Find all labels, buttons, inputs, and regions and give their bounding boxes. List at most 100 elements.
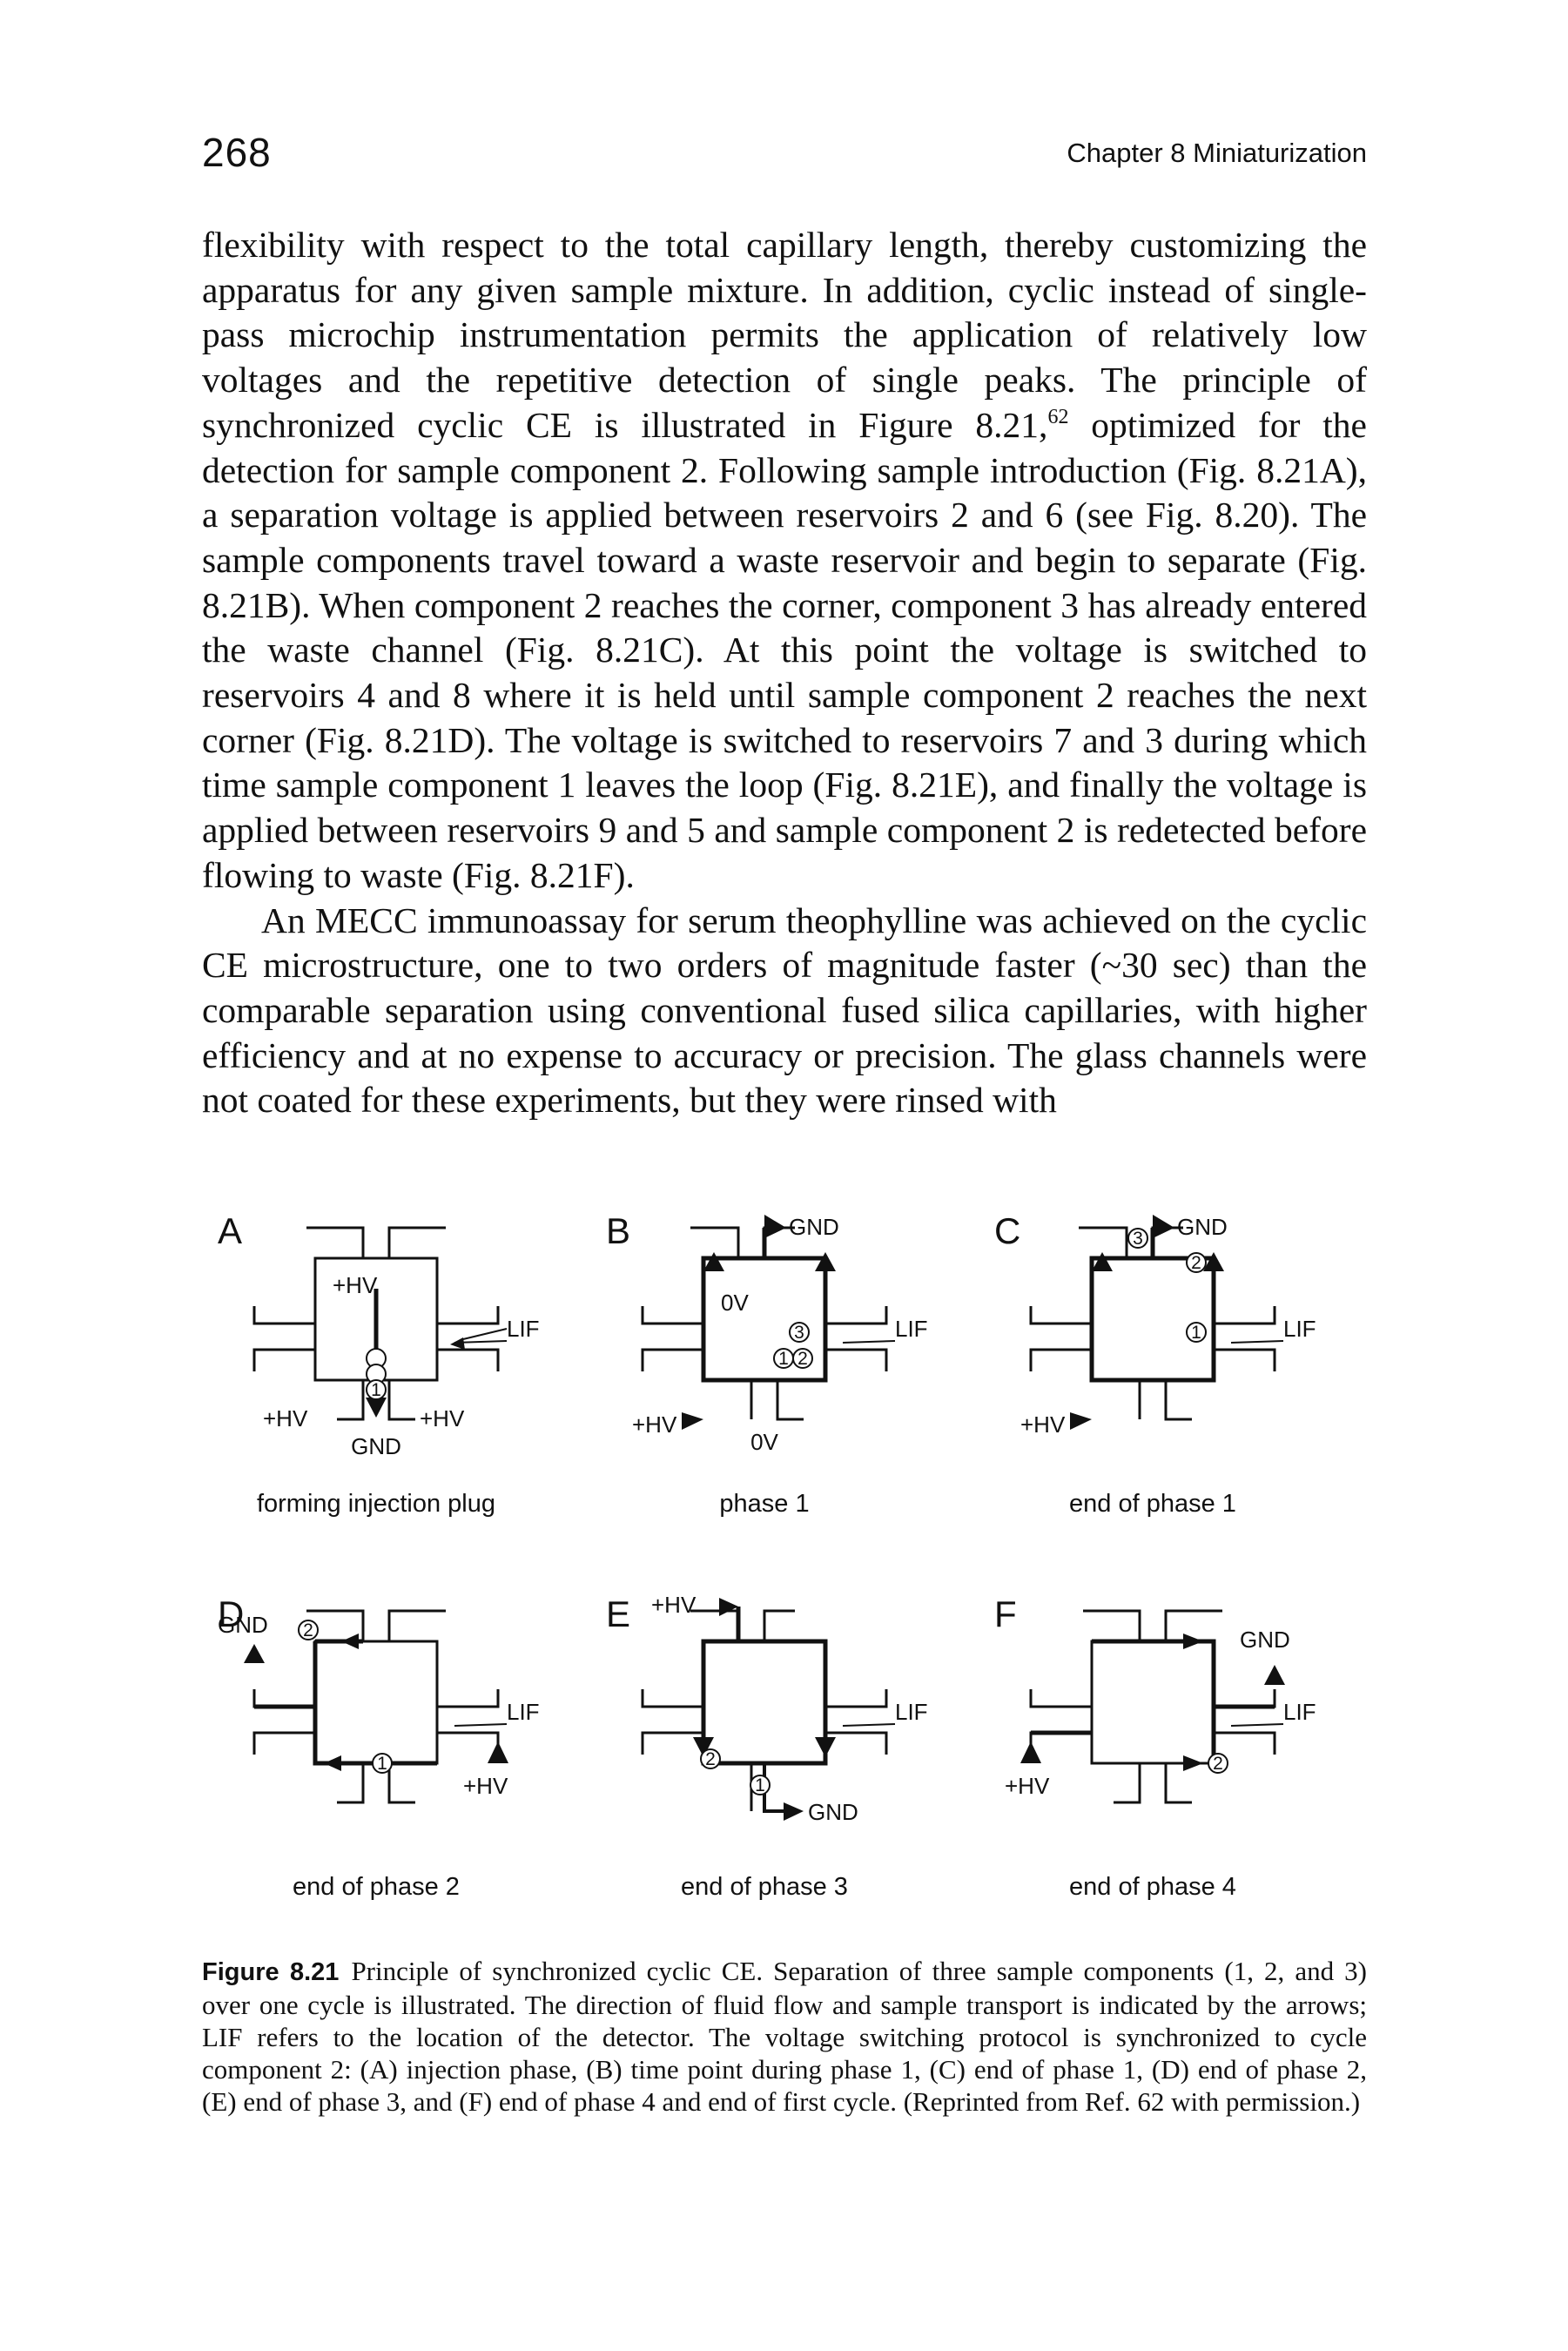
figure-label: Figure 8.21	[202, 1958, 340, 1986]
component-number: 1	[755, 1775, 765, 1795]
component-number: 1	[778, 1349, 789, 1369]
component-marker	[792, 1348, 813, 1369]
up-arrow-icon	[1020, 1741, 1041, 1763]
component-marker	[1127, 1228, 1148, 1249]
lif-label: LIF	[895, 1699, 928, 1725]
right-arrow-icon	[719, 1598, 738, 1616]
component-marker	[1208, 1753, 1228, 1774]
up-arrow-icon	[488, 1741, 508, 1763]
component-number: 2	[797, 1349, 808, 1369]
right-arrow-icon	[682, 1412, 703, 1430]
center-voltage-label: +HV	[333, 1272, 378, 1298]
left-arrow-icon	[341, 1634, 359, 1649]
left-voltage-label: +HV	[1005, 1773, 1050, 1799]
right-arrow-icon	[1153, 1215, 1174, 1238]
center-voltage-label: 0V	[721, 1290, 749, 1316]
left-voltage-label: +HV	[1020, 1411, 1066, 1438]
right-arrow-icon	[1070, 1412, 1092, 1430]
right-arrow-icon	[1183, 1755, 1203, 1771]
component-number: 1	[377, 1754, 387, 1774]
chip-diagram: 1 +HV LIF +HV +HV GND	[252, 1226, 540, 1459]
top-label: GND	[1177, 1214, 1228, 1240]
top-right-label: GND	[1240, 1627, 1290, 1653]
panel-caption: forming injection plug	[256, 1490, 496, 1518]
right-voltage-label: +HV	[463, 1773, 508, 1799]
figure-8-21: A 1 +HV LIF +HV +HV GND forming inject	[202, 1184, 1367, 1950]
panel-b: B 3 1 2 GND 0V LIF +HV	[590, 1184, 979, 1567]
chip-diagram: 3 2 1 GND LIF +HV	[1020, 1214, 1316, 1438]
body-text: flexibility with respect to the total ca…	[202, 223, 1367, 1123]
down-arrow-icon	[366, 1398, 387, 1418]
lif-label: LIF	[1283, 1699, 1316, 1725]
component-number: 2	[303, 1620, 313, 1640]
down-arrow-icon	[693, 1737, 714, 1757]
left-voltage-label: +HV	[263, 1405, 308, 1431]
panel-caption: end of phase 2	[293, 1873, 460, 1901]
bottom-label: GND	[808, 1799, 858, 1825]
panel-letter: C	[994, 1210, 1021, 1251]
up-arrow-icon	[1264, 1665, 1285, 1685]
panel-letter: A	[218, 1210, 243, 1251]
panel-caption: end of phase 4	[1069, 1873, 1236, 1901]
component-marker	[789, 1322, 810, 1343]
running-head: Chapter 8 Miniaturization	[1067, 138, 1367, 168]
bottom-label: 0V	[750, 1429, 778, 1455]
bottom-label: GND	[351, 1433, 401, 1459]
detector-arrow-icon	[450, 1337, 465, 1350]
page-header: 268 Chapter 8 Miniaturization	[202, 129, 1367, 181]
component-marker	[700, 1748, 721, 1769]
paragraph-1-part2: optimized for the detection for sample c…	[202, 404, 1367, 895]
up-arrow-icon	[244, 1644, 265, 1663]
down-arrow-icon	[815, 1737, 836, 1757]
paragraph-1-part1: flexibility with respect to the total ca…	[202, 225, 1367, 445]
component-marker	[1186, 1252, 1207, 1273]
right-arrow-icon	[764, 1215, 786, 1238]
top-left-label: GND	[218, 1612, 268, 1638]
panel-f: F 2 GND LIF +HV end of phase 4	[979, 1567, 1367, 1950]
lif-label: LIF	[507, 1699, 540, 1725]
component-marker	[1186, 1322, 1207, 1343]
panel-letter: D	[218, 1593, 245, 1634]
right-arrow-icon	[1183, 1634, 1203, 1649]
right-voltage-label: +HV	[420, 1405, 465, 1431]
page-number: 268	[202, 130, 272, 175]
lif-label: LIF	[895, 1316, 928, 1342]
component-marker	[750, 1775, 771, 1795]
top-label: GND	[789, 1214, 839, 1240]
component-number: 3	[794, 1323, 804, 1343]
panel-a: A 1 +HV LIF +HV +HV GND forming inject	[202, 1184, 590, 1567]
chip-diagram: 2 1 +HV LIF GND	[641, 1592, 928, 1825]
component-marker	[298, 1620, 319, 1640]
top-voltage-label: +HV	[651, 1592, 697, 1618]
component-marker	[366, 1379, 387, 1400]
panel-caption: end of phase 3	[681, 1873, 848, 1901]
up-arrow-icon	[703, 1252, 724, 1271]
right-arrow-icon	[784, 1802, 804, 1821]
chip-diagram: 2 1 GND LIF +HV	[218, 1609, 540, 1804]
up-arrow-icon	[1203, 1252, 1224, 1271]
panel-d: D 2 1 GND LIF +HV e	[202, 1567, 590, 1950]
component-number: 1	[371, 1380, 381, 1400]
lif-label: LIF	[1283, 1316, 1316, 1342]
paragraph-2: An MECC immunoassay for serum theophylli…	[202, 899, 1367, 1121]
chip-diagram: 2 GND LIF +HV	[1005, 1609, 1316, 1804]
panel-caption: phase 1	[719, 1490, 810, 1518]
left-arrow-icon	[324, 1755, 341, 1771]
paragraph-1: flexibility with respect to the total ca…	[202, 223, 1367, 899]
panel-letter: E	[606, 1593, 631, 1634]
caption-text: Principle of synchronized cyclic CE. Sep…	[202, 1956, 1367, 2117]
panel-e: E 2 1 +HV LIF GND end of phase 3	[590, 1567, 979, 1950]
panel-letter: F	[994, 1593, 1017, 1634]
component-number: 3	[1133, 1229, 1143, 1249]
left-voltage-label: +HV	[632, 1411, 677, 1438]
chip-diagram: 3 1 2 GND 0V LIF +HV 0V	[632, 1214, 928, 1455]
panel-letter: B	[606, 1210, 631, 1251]
up-arrow-icon	[1092, 1252, 1113, 1271]
component-number: 2	[1191, 1253, 1201, 1273]
panel-caption: end of phase 1	[1069, 1490, 1236, 1518]
component-number: 1	[1191, 1323, 1201, 1343]
component-number: 2	[705, 1749, 716, 1769]
up-arrow-icon	[815, 1252, 836, 1271]
component-marker	[372, 1753, 393, 1774]
